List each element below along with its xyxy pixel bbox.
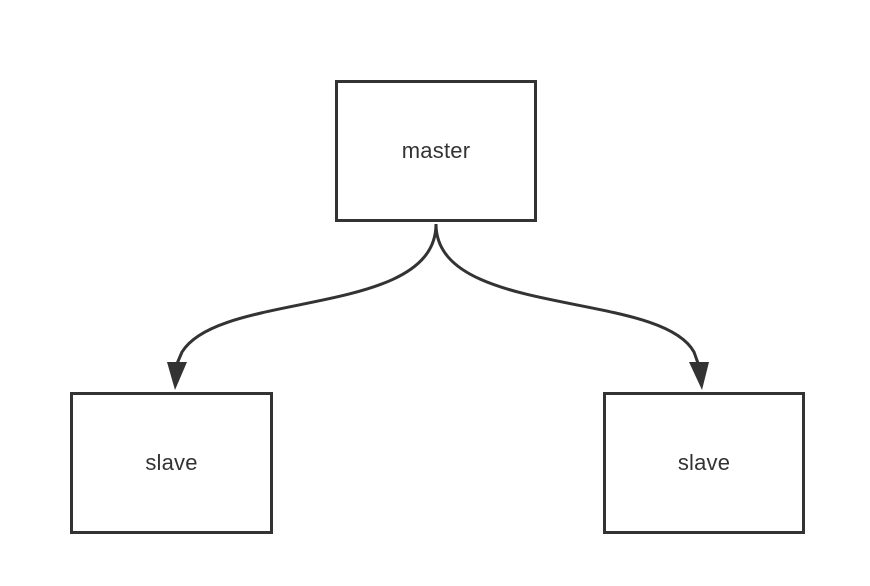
slave-label-left: slave (145, 450, 198, 475)
edge-master-to-slave-right (434, 223, 701, 367)
slave-node-right: slave (603, 392, 805, 534)
master-node: master (335, 80, 537, 222)
master-label: master (401, 138, 471, 163)
slave-label-right: slave (677, 450, 731, 475)
edge-master-to-slave-left (174, 223, 438, 367)
arrowhead-slave-right (689, 362, 709, 390)
slave-node-left: slave (70, 392, 273, 534)
arrowhead-slave-left (167, 362, 187, 390)
